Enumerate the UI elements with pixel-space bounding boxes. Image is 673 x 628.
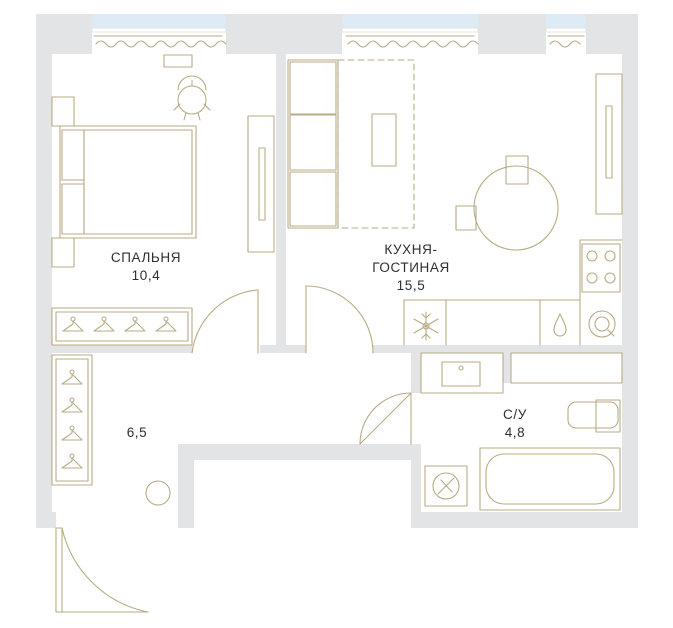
tv-stand-living [595, 73, 623, 215]
hallway-area: 6,5 [127, 425, 148, 440]
door-bedroom [191, 289, 259, 354]
door-entrance [55, 527, 149, 613]
living-name-line1: КУХНЯ- [384, 242, 437, 257]
bathroom-area: 4,8 [505, 425, 526, 440]
kitchen-counter [403, 239, 623, 346]
hanger-icon [61, 397, 83, 413]
living-name-line2: ГОСТИНАЯ [372, 260, 450, 275]
door-bathroom [359, 392, 412, 445]
nightstand-top [51, 96, 75, 127]
hanger-icon [155, 316, 177, 332]
desk-chair [163, 54, 211, 121]
hanger-icon [61, 453, 83, 469]
bedroom-area: 10,4 [132, 268, 161, 283]
bedroom-name: СПАЛЬНЯ [111, 250, 181, 265]
bed [59, 125, 197, 239]
tv-stand-bedroom [247, 115, 275, 253]
wardrobe-hallway [51, 354, 93, 486]
sink-icon [553, 313, 567, 337]
curtain-kitchen [549, 40, 581, 48]
room-labels: СПАЛЬНЯ 10,4 КУХНЯ- ГОСТИНАЯ 15,5 6,5 С/… [111, 242, 527, 440]
washing-machine-icon [424, 465, 468, 507]
curtain-bedroom [95, 40, 227, 48]
round-mark [145, 480, 171, 506]
hanger-icon [61, 369, 83, 385]
hanger-icon [124, 316, 146, 332]
stove-icon [581, 243, 621, 293]
bath-niche [510, 352, 623, 384]
walls [36, 14, 638, 528]
washing-machine-icon [588, 310, 616, 338]
rug [337, 59, 415, 229]
hanger-icon [93, 316, 115, 332]
curtain-living [347, 40, 479, 48]
hanger-icon [62, 316, 84, 332]
bath-sink-counter [420, 352, 504, 394]
bathtub-icon [479, 447, 621, 511]
windows [91, 14, 587, 33]
snowflake-icon [413, 311, 439, 341]
bathroom-name: С/У [503, 407, 527, 422]
hanger-icon [61, 425, 83, 441]
coffee-table [371, 113, 397, 167]
toilet-icon [567, 399, 621, 433]
nightstand-bottom [51, 237, 75, 268]
dining-table [455, 155, 559, 251]
sofa [287, 59, 339, 229]
door-living [305, 285, 374, 354]
furniture [51, 35, 623, 346]
wardrobe-bedroom [51, 307, 193, 346]
living-area: 15,5 [397, 278, 426, 293]
